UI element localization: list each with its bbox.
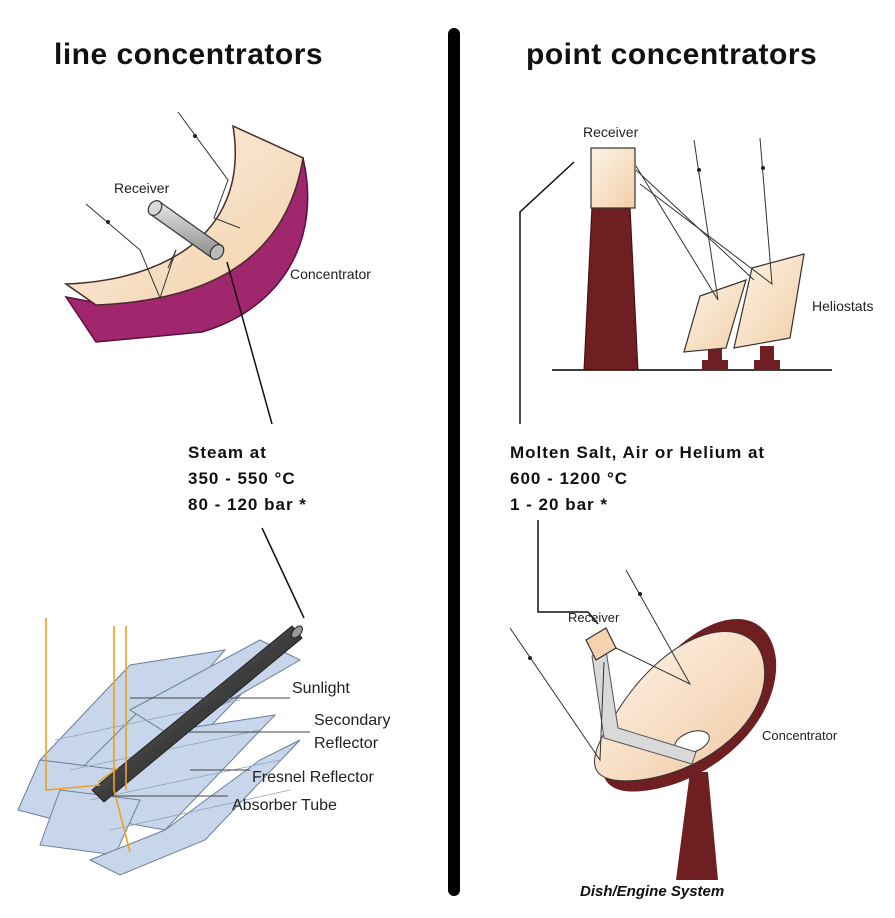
heliostats-label: Heliostats <box>812 298 874 314</box>
fresnel-sunlight-rays <box>45 618 131 853</box>
point-concentrator-specs: Molten Salt, Air or Helium at 600 - 1200… <box>510 440 765 518</box>
tower-receiver <box>590 147 636 209</box>
heliostat-mirror-1 <box>683 279 747 353</box>
right-section-title: point concentrators <box>526 38 818 71</box>
left-spec-medium: Steam at <box>188 443 267 462</box>
trough-receiver-label: Receiver <box>114 180 170 196</box>
dish-receiver-label: Receiver <box>568 610 620 625</box>
left-spec-temperature: 350 - 550 °C <box>188 469 296 488</box>
fresnel-reflector-illustration <box>17 618 310 876</box>
heliostat-mirror-2 <box>733 253 805 349</box>
fresnel-absorber-tube <box>91 625 303 803</box>
dish-engine-caption: Dish/Engine System <box>580 883 725 900</box>
fresnel-absorber-tube-label: Absorber Tube <box>232 797 337 814</box>
dish-leader-line <box>537 520 599 625</box>
trough-receiver-tube <box>147 200 225 260</box>
tower-body <box>583 205 639 371</box>
trough-reflector-surface <box>63 124 304 306</box>
parabolic-trough-illustration <box>63 111 309 343</box>
line-concentrator-specs: Steam at 350 - 550 °C 80 - 120 bar * <box>188 440 307 518</box>
left-spec-pressure: 80 - 120 bar * <box>188 495 307 514</box>
fresnel-leader-line <box>261 527 305 619</box>
trough-sun-rays <box>85 111 241 300</box>
tower-receiver-label: Receiver <box>583 124 639 140</box>
tower-leader-line <box>519 161 575 424</box>
trough-leader-line <box>226 261 273 425</box>
fresnel-secondary-label-line1: Secondary <box>314 712 391 729</box>
dish-concentrator-label: Concentrator <box>762 728 838 743</box>
fresnel-secondary-label-line2: Reflector <box>314 735 379 752</box>
center-divider <box>448 28 460 896</box>
left-section-title: line concentrators <box>54 38 324 71</box>
dish-receiver <box>585 627 617 661</box>
dish-pedestal <box>676 772 718 880</box>
fresnel-reflector-label: Fresnel Reflector <box>252 769 374 786</box>
right-spec-medium: Molten Salt, Air or Helium at <box>510 443 766 462</box>
right-spec-pressure: 1 - 20 bar * <box>510 495 608 514</box>
fresnel-sunlight-label: Sunlight <box>292 680 350 697</box>
dish-engine-illustration <box>509 569 777 880</box>
trough-concentrator-label: Concentrator <box>290 266 371 282</box>
solar-tower-illustration <box>552 137 832 371</box>
right-spec-temperature: 600 - 1200 °C <box>510 469 629 488</box>
